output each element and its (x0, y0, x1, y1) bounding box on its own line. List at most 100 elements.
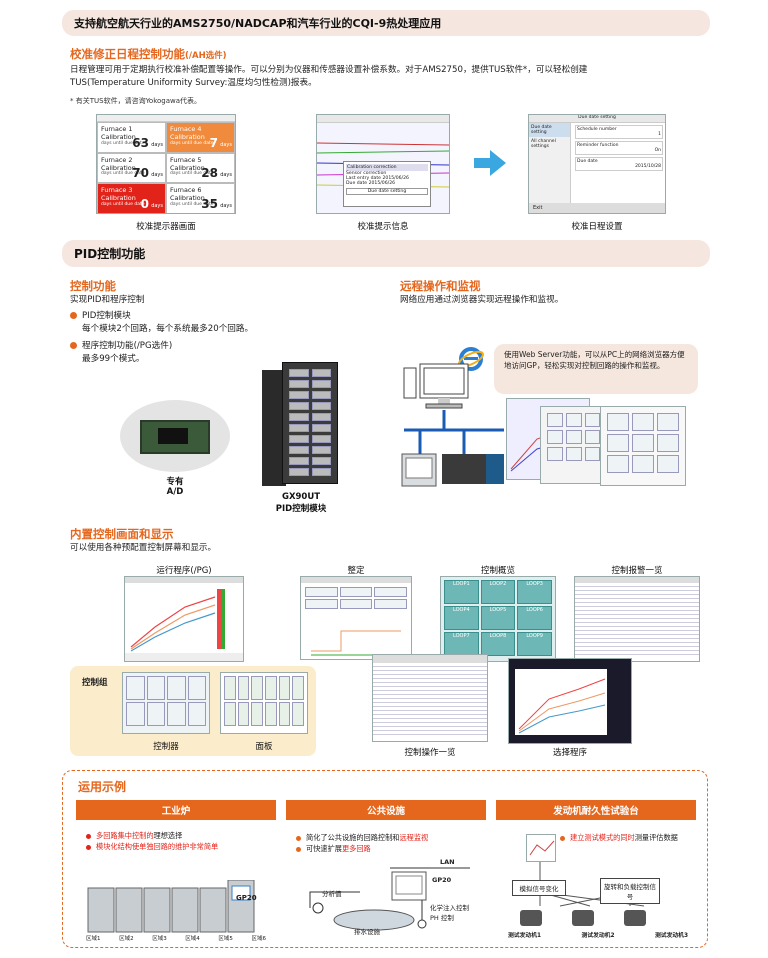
screen-tile (607, 434, 629, 452)
screen-tile (374, 599, 407, 609)
control-operation-list-screen (372, 654, 488, 742)
screen-tile (278, 702, 291, 726)
tab-engine-test: 发动机耐久性试验台 (496, 800, 696, 820)
screen-tile (565, 430, 582, 444)
panel-screen (220, 672, 308, 734)
screen-tile (289, 391, 309, 399)
screen-tile (289, 380, 309, 388)
analog-signal-box: 模拟信号变化 (512, 880, 566, 896)
utility-points: 简化了公共设施的回路控制和远程监视 可快速扩展更多回路 (296, 832, 428, 854)
furnace-gp20-label: GP20 (236, 894, 257, 902)
table-row (575, 619, 699, 623)
control-bullet-1: PID控制模块 每个模块2个回路，每个系统最多20个回路。 (70, 310, 253, 335)
due-date-setting-button[interactable]: Due date setting (346, 188, 428, 195)
table-row (373, 687, 487, 691)
screen-tile (607, 455, 629, 473)
network-diagram (401, 363, 504, 487)
table-row (575, 639, 699, 643)
table-row (575, 623, 699, 627)
screen-tile (311, 380, 331, 388)
zone-label: 区域4 (185, 936, 200, 942)
screen-tile (311, 468, 331, 476)
loop-tile: LOOP8 (480, 632, 516, 656)
alarm-list-screen (574, 576, 700, 662)
remote-title: 远程操作和监视 (400, 279, 481, 293)
screen-tile (224, 702, 236, 726)
web-server-bubble: 使用Web Server功能，可以从PC上的网络浏览器方便地访问GP，轻松实现对… (494, 344, 698, 394)
caption-alarm-list: 控制报警一览 (611, 566, 663, 576)
engine-label: 测试发动机1 (508, 933, 542, 939)
screen-tile (126, 702, 145, 726)
screen-tile (146, 676, 165, 700)
zone-label: 区域3 (152, 936, 167, 942)
screen-tile (311, 457, 331, 465)
calibration-footnote: * 有关TUS软件，请咨询Yokogawa代表。 (70, 97, 202, 105)
screen-tile (311, 446, 331, 454)
screen-tile (265, 676, 277, 700)
table-row (373, 675, 487, 679)
table-row (373, 727, 487, 731)
screen-tile (657, 413, 679, 431)
screen-tile (289, 468, 309, 476)
caption-message: 校准提示信息 (357, 222, 409, 232)
tab-utilities: 公共设施 (286, 800, 486, 820)
table-row (575, 615, 699, 619)
loop-tile: LOOP3 (517, 580, 552, 604)
screen-tile (339, 587, 373, 597)
table-row (575, 587, 699, 591)
caption-reminder-screen: 校准提示器画面 (136, 222, 196, 232)
screen-tile (632, 455, 654, 473)
screen-tile (167, 702, 186, 726)
screen-tile (289, 424, 309, 432)
furnace-zones-illustration (87, 880, 255, 933)
caption-program-select: 选择程序 (552, 748, 587, 758)
screen-tile (657, 455, 679, 473)
table-row (373, 663, 487, 667)
table-row (575, 651, 699, 655)
control-bullet-2: 程序控制功能(/PG选件) 最多99个模式。 (70, 340, 172, 365)
screen-tile (311, 424, 331, 432)
screen-tile (311, 413, 331, 421)
header-bar-text: 支持航空航天行业的AMS2750/NADCAP和汽车行业的CQI-9热处理应用 (74, 17, 442, 30)
screen-tile (187, 676, 206, 700)
table-row (373, 691, 487, 695)
screen-tile (632, 434, 654, 452)
screen-tile (305, 599, 338, 609)
bullet-icon (86, 833, 91, 839)
exit-button[interactable]: Exit (529, 203, 665, 213)
table-row (575, 583, 699, 587)
table-row (575, 599, 699, 603)
menu-all-channels[interactable]: All channel settings (531, 139, 556, 149)
caption-schedule: 校准日程设置 (571, 222, 623, 232)
screen-tile (292, 676, 304, 700)
engine-icon (624, 910, 646, 926)
engine-label: 测试发动机3 (654, 933, 688, 939)
bullet-icon (296, 835, 301, 841)
table-row (575, 635, 699, 639)
screen-tile (289, 402, 309, 410)
screen-tile (187, 702, 206, 726)
loop-tile: LOOP5 (480, 606, 516, 630)
screen-tile (311, 402, 331, 410)
menu-due-date[interactable]: Due date setting (529, 123, 570, 137)
caption-overview: 控制概览 (480, 566, 515, 576)
table-row (373, 719, 487, 723)
schedule-setting-screen: Due date setting Due date setting All ch… (528, 114, 666, 214)
screen-tile (547, 430, 563, 444)
screen-tile (289, 457, 309, 465)
screen-tile (547, 413, 563, 427)
engine-points: 建立测试模式的同时测量评估数据 (560, 832, 678, 843)
calibration-description: 日程管理可用于定期执行校准补偿配置等操作。可以分别为仪器和传感器设置补偿系数。对… (70, 65, 588, 88)
screen-tile (339, 599, 373, 609)
arrow-right-icon (474, 150, 506, 176)
zone-label: 区域6 (251, 936, 266, 942)
screen-tile (632, 413, 654, 431)
engine-recorder-image (526, 834, 556, 862)
table-row (373, 703, 487, 707)
calibration-title: 校准修正日程控制功能(/AH选件) (70, 47, 227, 61)
